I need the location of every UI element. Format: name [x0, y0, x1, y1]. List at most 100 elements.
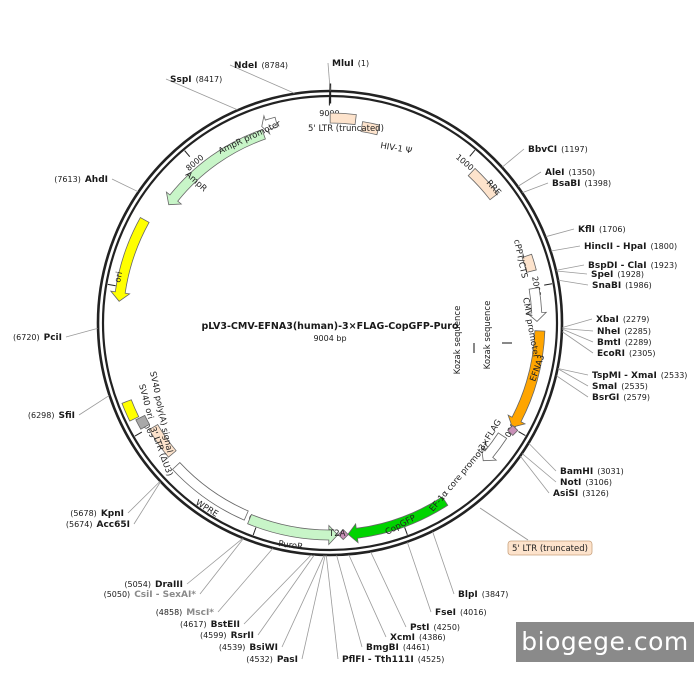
site-label-bspdi-clai: BspDI - ClaI(1923) — [588, 261, 677, 271]
site-label-bmgbi: BmgBI(4461) — [366, 643, 430, 653]
site-leader-nhei — [562, 328, 594, 332]
site-label-pcii: (6720)PciI — [13, 333, 62, 343]
kozak-label-2: Kozak sequence — [483, 301, 493, 370]
tick-2000 — [544, 283, 553, 286]
feature-5-ltr-truncated — [329, 112, 357, 126]
ltr5-callout-box — [507, 540, 593, 556]
site-leader-kfli — [545, 228, 575, 238]
site-leader-spei — [556, 270, 588, 275]
site-label-bsabi: BsaBI(1398) — [552, 179, 611, 189]
feature-sv40-ori — [135, 414, 151, 430]
site-leader-fsei — [406, 542, 432, 613]
site-leader-bsrgi — [556, 375, 589, 398]
feature-hiv-1 — [360, 121, 380, 136]
feature-ef-1-core-promoter — [480, 432, 508, 462]
site-leader-asisi — [520, 456, 550, 494]
site-label-csii-sexai: (5050)CsiI - SexAI* — [104, 590, 197, 600]
site-leader-alei — [517, 171, 542, 187]
site-label-rsrii: (4599)RsrII — [200, 631, 254, 641]
tick-label-1000: 1000 — [454, 152, 475, 172]
site-label-bsiwi: (4539)BsiWI — [219, 643, 278, 653]
site-leader-bsteii — [243, 554, 312, 625]
site-label-acc65i: (5674)Acc65I — [66, 520, 130, 530]
label-puror: PuroR — [278, 539, 304, 552]
site-leader-pasi — [301, 555, 326, 660]
feature-3-flag — [507, 424, 519, 436]
features-layer — [109, 112, 548, 546]
site-label-noti: NotI(3106) — [560, 478, 612, 488]
site-label-bsrgi: BsrGI(2579) — [592, 393, 650, 403]
site-label-draiii: (5054)DraIII — [124, 580, 183, 590]
kozak-label-1: Kozak sequence — [453, 306, 463, 375]
site-leader-xbai — [562, 318, 593, 328]
site-label-kfli: KflI(1706) — [578, 225, 626, 235]
site-leader-snabi — [558, 279, 589, 286]
feature-rre — [467, 167, 499, 201]
label-ori: ori — [113, 271, 125, 284]
site-leader-psti — [370, 551, 407, 628]
site-label-sfii: (6298)SfiI — [28, 411, 75, 421]
site-leader-bbvci — [502, 148, 525, 168]
ltr5-callout-line — [479, 507, 529, 541]
site-leader-sfii — [78, 395, 110, 416]
label-hiv-psi: HIV-1 Ψ — [379, 141, 413, 156]
plasmid-name: pLV3-CMV-EFNA3(human)-3×FLAG-CopGFP-Puro — [201, 321, 459, 332]
feature-wpre — [171, 461, 249, 521]
site-leader-msci — [217, 548, 274, 613]
tick-6000 — [134, 431, 143, 437]
site-label-pflfi-tth111i: PflFI - Tth111I(4525) — [342, 655, 444, 665]
site-label-fsei: FseI(4016) — [435, 608, 487, 618]
site-label-snabi: SnaBI(1986) — [592, 281, 652, 291]
label-t2a: T2A — [328, 529, 346, 539]
site-label-bsteii: (4617)BstEII — [180, 620, 240, 630]
site-label-ahdi: (7613)AhdI — [54, 175, 108, 185]
site-leader-kpni — [127, 481, 161, 514]
tick-1000 — [469, 149, 476, 157]
site-label-msci: (4858)MscI* — [156, 608, 215, 618]
site-leader-acc65i — [133, 481, 161, 525]
watermark: biogege.com — [516, 622, 694, 662]
site-label-psti: PstI(4250) — [410, 623, 460, 633]
site-leader-bamhi — [528, 443, 557, 472]
site-label-smai: SmaI(2535) — [592, 382, 648, 392]
site-leader-ecori — [562, 331, 594, 354]
site-label-sspi: SspI(8417) — [170, 75, 222, 85]
feature-sv40-poly-a-signal — [121, 399, 140, 422]
label-ampr-prom: AmpR promoter — [217, 119, 283, 157]
site-label-hincii-hpai: HincII - HpaI(1800) — [584, 242, 677, 252]
site-leader-tspmi-xmai — [557, 368, 589, 376]
site-label-ecori: EcoRI(2305) — [597, 349, 656, 359]
site-leader-bsiwi — [281, 555, 325, 648]
tick-4000 — [404, 527, 408, 535]
site-leader-draiii — [186, 538, 243, 585]
site-leader-rsrii — [257, 554, 315, 636]
feature-cmv-promoter — [526, 287, 548, 322]
site-leader-sspi — [165, 78, 238, 111]
site-label-xbai: XbaI(2279) — [596, 315, 649, 325]
feature-cppt-cts — [521, 253, 537, 273]
ltr5-callout-label: 5' LTR (truncated) — [512, 544, 588, 554]
site-leader-xcmi — [348, 554, 387, 638]
site-label-nhei: NheI(2285) — [597, 327, 651, 337]
site-leader-mlui — [327, 62, 331, 91]
site-leader-hincii-hpai — [551, 245, 581, 252]
feature-puror — [247, 513, 339, 546]
feature-copgfp — [347, 496, 449, 544]
site-leader-ndei — [229, 64, 295, 94]
label-5ltr-top: 5' LTR (truncated) — [308, 124, 384, 134]
feature-ampr-promoter — [261, 114, 279, 136]
site-leader-smai — [557, 368, 589, 387]
restriction-sites: MluI(1)BbvCI(1197)AleI(1350)BsaBI(1398)K… — [13, 59, 687, 665]
tick-5000 — [252, 527, 257, 536]
site-label-mlui: MluI(1) — [332, 59, 369, 69]
feature-3-ltr-u3 — [148, 423, 177, 458]
label-ef1a: EF-1α core promoter — [428, 440, 492, 514]
site-leader-csii-sexai — [199, 538, 244, 595]
site-leader-bsabi — [522, 182, 549, 194]
site-label-ndei: NdeI(8784) — [234, 61, 288, 71]
plasmid-size: 9004 bp — [313, 334, 346, 343]
tick-8000 — [184, 150, 191, 158]
site-label-spei: SpeI(1928) — [591, 270, 644, 280]
site-label-bbvci: BbvCI(1197) — [528, 145, 588, 155]
